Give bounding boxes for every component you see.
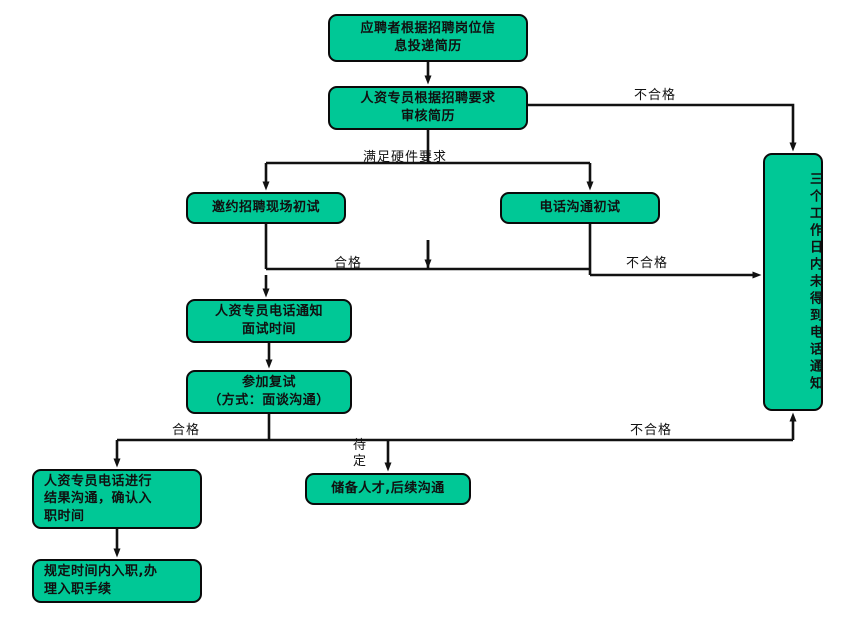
edge-label-qualified-first-interview: 合格 xyxy=(334,256,363,271)
node-onboarding[interactable]: 规定时间内入职,办 理入职手续 xyxy=(32,559,202,603)
node-result-communication[interactable]: 人资专员电话进行 结果沟通，确认入 职时间 xyxy=(32,469,202,529)
node-resume-screening-label: 人资专员根据招聘要求 审核简历 xyxy=(360,91,496,124)
node-apply-label: 应聘者根据招聘岗位信 息投递简历 xyxy=(360,21,496,54)
node-onsite-first-interview[interactable]: 邀约招聘现场初试 xyxy=(186,192,346,224)
node-notify-interview-time[interactable]: 人资专员电话通知 面试时间 xyxy=(186,299,352,343)
node-apply[interactable]: 应聘者根据招聘岗位信 息投递简历 xyxy=(328,14,528,62)
node-onboarding-label: 规定时间内入职,办 理入职手续 xyxy=(44,564,158,597)
node-no-call-within-three-days-label: 三个工作日内未得到电话通知 xyxy=(807,171,822,393)
edge-label-qualified-second-interview: 合格 xyxy=(172,423,201,438)
node-second-interview-label: 参加复试 （方式：面谈沟通） xyxy=(208,375,330,408)
edge-screen-unqualified xyxy=(528,103,797,152)
edge-label-pending: 待 定 xyxy=(352,438,367,470)
edge-label-unqualified-first-interview: 不合格 xyxy=(626,256,669,271)
node-result-communication-label: 人资专员电话进行 结果沟通，确认入 职时间 xyxy=(44,473,153,524)
edge-label-unqualified-screening: 不合格 xyxy=(634,88,677,103)
edge-label-meets-hardware-requirements: 满足硬件要求 xyxy=(363,150,448,165)
node-phone-first-interview-label: 电话沟通初试 xyxy=(539,200,621,216)
edge-label-unqualified-second-interview: 不合格 xyxy=(630,423,673,438)
node-second-interview[interactable]: 参加复试 （方式：面谈沟通） xyxy=(186,370,352,414)
node-phone-first-interview[interactable]: 电话沟通初试 xyxy=(500,192,660,224)
node-talent-pool-label: 储备人才,后续沟通 xyxy=(331,481,445,497)
node-resume-screening[interactable]: 人资专员根据招聘要求 审核简历 xyxy=(328,86,528,130)
node-talent-pool[interactable]: 储备人才,后续沟通 xyxy=(305,473,471,505)
node-no-call-within-three-days[interactable]: 三个工作日内未得到电话通知 xyxy=(763,153,823,411)
node-notify-interview-time-label: 人资专员电话通知 面试时间 xyxy=(214,304,323,337)
node-onsite-first-interview-label: 邀约招聘现场初试 xyxy=(211,200,320,216)
